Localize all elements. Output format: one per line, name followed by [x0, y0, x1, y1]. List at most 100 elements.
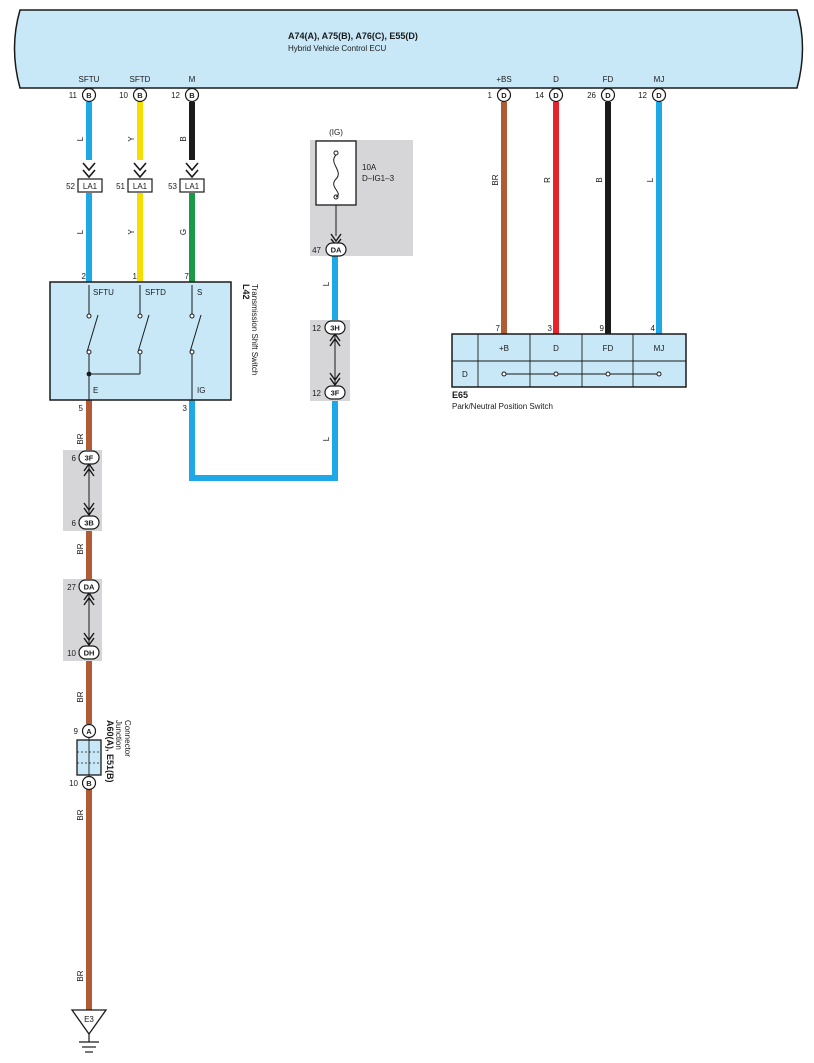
pnp-switch-box: [451, 333, 687, 388]
switch-pin: 1: [133, 272, 138, 281]
fuse-icon: [333, 154, 339, 198]
ecu-terminal-name: MJ: [654, 75, 665, 84]
ecu-pin-conn: D: [553, 91, 559, 100]
la1-pin: 52: [66, 182, 75, 191]
splice-pin: 6: [72, 519, 77, 528]
splice-e1: 3F 6 3B 6: [63, 450, 102, 531]
wires: [86, 102, 662, 1010]
junction-code: A60(A), E51(B): [105, 720, 115, 783]
splice-pin: 6: [72, 454, 77, 463]
ecu-pins: 11 B 10 B 12 B 1 D 14 D 26 D 12 D: [69, 87, 667, 103]
wire-code: L: [76, 136, 85, 141]
pnp-code: E65: [452, 390, 468, 400]
ecu-terminal-name: FD: [603, 75, 614, 84]
ecu-pin-number: 12: [171, 91, 180, 100]
wire-code: L: [76, 229, 85, 234]
wire-code: G: [179, 229, 188, 235]
ecu-pin-circle: [651, 87, 667, 103]
splice-conn: DA: [84, 583, 95, 592]
ecu-terminal-name: SFTD: [130, 75, 151, 84]
switch-terminal: SFTU: [93, 288, 114, 297]
pnp-grid: [452, 334, 686, 387]
splice-pin: 27: [67, 583, 76, 592]
wire-code: BR: [76, 543, 85, 554]
fuse-block: (IG) 10A D–IG1–3 DA 47: [310, 128, 413, 257]
ecu-pin-conn: D: [656, 91, 662, 100]
ecu-pin-number: 11: [69, 91, 78, 100]
la1-pin: 51: [116, 182, 125, 191]
shift-switch-code: L42: [241, 284, 251, 300]
switch-contacts-icon: [86, 285, 202, 400]
pnp-pin: 9: [600, 324, 605, 333]
ecu-terminal-name: D: [553, 75, 559, 84]
wire-code: Y: [127, 136, 136, 142]
fuse-out-connector: [325, 242, 347, 257]
pnp-continuity-icon: [501, 371, 662, 377]
wire-code: L: [322, 436, 331, 441]
wire-code: BR: [76, 433, 85, 444]
fuse-terminal: [333, 194, 339, 200]
pnp-row-label: D: [462, 370, 468, 379]
splice-ig: 3H 12 3F 12: [310, 320, 350, 401]
splice-e2: DA 27 DH 10: [63, 579, 102, 661]
switch-pin: 3: [183, 404, 188, 413]
connector-chevron-icon: [83, 502, 95, 517]
ground-label: E3: [84, 1015, 94, 1024]
connector-chevron-icon: [82, 162, 199, 179]
junction-name-1: Junction: [114, 720, 123, 750]
junction-pin-circle: [81, 775, 97, 791]
la1-label: LA1: [83, 182, 98, 191]
ecu-pin-circle: [81, 87, 97, 103]
junction-connector: A 9 B 10 A60(A), E51(B) Junction Connect…: [69, 720, 132, 791]
pnp-header: FD: [603, 344, 614, 353]
fuse-name: D–IG1–3: [362, 174, 395, 183]
junction-name-2: Connector: [123, 720, 132, 757]
ecu-pin-number: 1: [488, 91, 493, 100]
connector-chevron-icon: [83, 632, 95, 647]
ecu-name: Hybrid Vehicle Control ECU: [288, 44, 386, 53]
la1-pin: 53: [168, 182, 177, 191]
shift-switch-name: Transmission Shift Switch: [250, 284, 259, 375]
ground-symbol-icon: [79, 1034, 99, 1053]
switch-pin: 7: [185, 272, 190, 281]
la1-connector-box: [127, 178, 153, 193]
la1-connector-box: [179, 178, 205, 193]
switch-terminal: E: [93, 386, 98, 395]
ecu-pin-conn: D: [605, 91, 611, 100]
ground: E3: [70, 1009, 108, 1053]
wire-code: B: [179, 136, 188, 141]
ecu-pin-number: 10: [119, 91, 128, 100]
ecu-pin-circle: [496, 87, 512, 103]
wire-code: L: [646, 177, 655, 182]
ecu-pin-conn: B: [189, 91, 195, 100]
la1-connector-box: [77, 178, 103, 193]
fuse-out-conn: DA: [331, 246, 342, 255]
ecu-pin-circle: [184, 87, 200, 103]
la1-connectors: LA1 52 LA1 51 LA1 53: [66, 162, 205, 193]
ecu-pin-circle: [132, 87, 148, 103]
ecu-pin-conn: B: [137, 91, 143, 100]
pnp-pin: 3: [548, 324, 553, 333]
splice-conn: 3F: [331, 389, 340, 398]
ecu-block: A74(A), A75(B), A76(C), E55(D) Hybrid Ve…: [13, 9, 804, 89]
shift-switch: 2 1 7 SFTU SFTD S E IG 5 3: [49, 272, 259, 413]
wire-code: BR: [76, 691, 85, 702]
switch-pin: 2: [82, 272, 87, 281]
ecu-panel: [13, 9, 804, 89]
splice-conn: DH: [84, 649, 95, 658]
splice-pin: 10: [67, 649, 76, 658]
switch-terminal: SFTD: [145, 288, 166, 297]
ecu-pin-number: 14: [535, 91, 544, 100]
wire-ig: [189, 399, 338, 481]
splice-pin: 12: [312, 389, 321, 398]
ecu-pin-circle: [548, 87, 564, 103]
wire-code: B: [595, 177, 604, 182]
pnp-pin: 7: [496, 324, 501, 333]
wire-color-codes: L Y B L Y G BR R B L L L BR BR BR BR BR: [76, 136, 655, 982]
junction-conn: A: [86, 727, 92, 736]
pnp-header: D: [553, 344, 559, 353]
connector-chevron-icon: [329, 372, 341, 387]
la1-label: LA1: [133, 182, 148, 191]
la1-label: LA1: [185, 182, 200, 191]
